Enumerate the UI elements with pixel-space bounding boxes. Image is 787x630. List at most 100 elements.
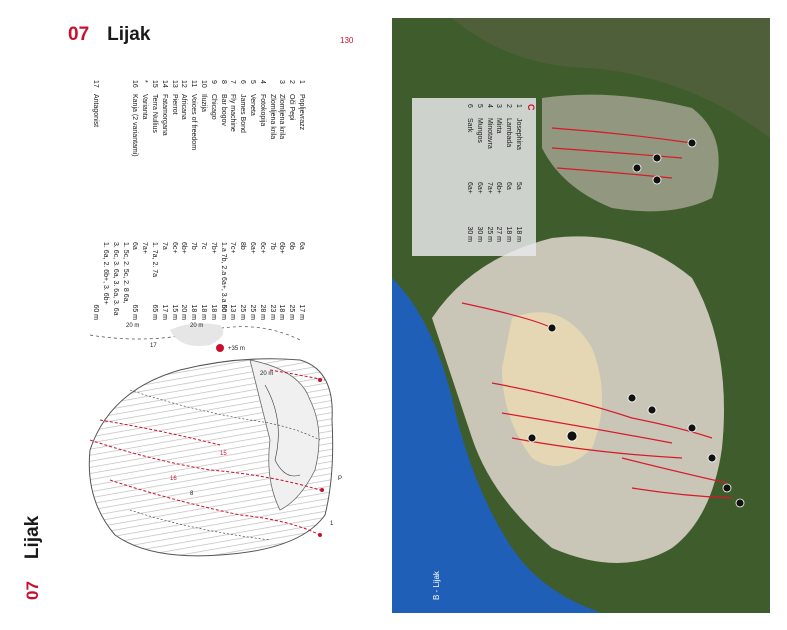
- route-grade: 7a: [160, 242, 168, 250]
- route-grade: 6b: [288, 242, 296, 250]
- route-grade: 6a: [131, 242, 139, 250]
- route-name: Voices of freedom: [190, 94, 198, 151]
- route-name: Antagonist: [92, 94, 100, 128]
- route-name: Fatamorgana: [160, 94, 168, 136]
- side-title-text: Lijak: [22, 515, 43, 560]
- legend-grade: 6b+: [495, 182, 503, 194]
- route-number: 13: [170, 80, 178, 88]
- legend-grade: 6a+: [475, 182, 483, 194]
- route-grade: [90, 242, 100, 300]
- route-grade: 7c: [200, 242, 208, 250]
- route-grade: 7a+: [141, 242, 149, 254]
- route-grade: 7b+: [209, 242, 217, 254]
- legend-length: 18 m: [505, 226, 513, 242]
- legend-grade: 6a+: [466, 182, 474, 194]
- route-name: Chicago: [209, 94, 217, 120]
- route-number: 16: [131, 80, 139, 88]
- label-20m-a: 20 m: [126, 323, 139, 329]
- page-number: 130: [340, 36, 354, 45]
- chapter-header: 07 Lijak: [68, 24, 150, 46]
- route-row: 3. 6c, 3. 6a, 3. 6a, 3. 6a: [110, 80, 120, 320]
- legend-length: 30 m: [475, 226, 483, 242]
- route-number: 4: [258, 80, 266, 84]
- route-grade: 6a+: [249, 242, 257, 254]
- legend-grade: 6a: [505, 182, 513, 190]
- route-name: Africana: [180, 94, 188, 120]
- route-number: 12: [180, 80, 188, 88]
- legend-number: 4: [485, 104, 493, 108]
- legend-length: 18 m: [515, 226, 522, 242]
- route-name: [100, 94, 110, 242]
- route-number: *: [141, 80, 149, 83]
- route-number: 8: [219, 80, 227, 84]
- crag-sketch: 20 m 20 m 20 m +35 m 17 15 16 1 8 P: [88, 323, 342, 557]
- legend-grade: 7a+: [485, 182, 493, 194]
- legend-name: Sark: [466, 118, 474, 133]
- route-grade: 7b: [190, 242, 198, 250]
- route-name: Varianta: [141, 94, 149, 120]
- label-route-15: 15: [220, 451, 227, 457]
- route-number: 14: [160, 80, 168, 88]
- route-row: 1. 5c, 2. 5c, 2. 8 6a,: [120, 80, 130, 320]
- legend-grade: 5a: [515, 182, 522, 190]
- route-name: [110, 94, 120, 242]
- legend-name: Lambada: [505, 118, 513, 148]
- route-grade: 7b: [268, 242, 276, 250]
- route-number: 3: [278, 80, 286, 84]
- label-route-16: 16: [170, 476, 177, 482]
- route-name: Oči Pepi: [288, 94, 296, 121]
- legend-title: C: [526, 104, 536, 111]
- route-row: 1. 6a, 2. 6b+, 3. 6b+: [100, 80, 110, 320]
- route-grade: 6b+: [278, 242, 286, 254]
- legend-name: Mirta: [495, 118, 503, 134]
- route-number: 10: [200, 80, 208, 88]
- route-grade: 6a: [298, 242, 305, 250]
- route-number: [100, 80, 110, 94]
- route-name: Fly machine: [229, 94, 237, 132]
- route-number: 5: [249, 80, 257, 84]
- route-grade: 8b: [239, 242, 247, 250]
- label-20m-b: 20 m: [190, 323, 203, 329]
- route-name: Zlomljena krila: [278, 94, 286, 140]
- route-name: Terra Nullius: [151, 94, 159, 133]
- legend-name: Josephina: [515, 118, 522, 150]
- legend-number: 1: [515, 104, 522, 108]
- route-number: [120, 80, 130, 94]
- route-name: Iluzija: [200, 94, 208, 112]
- route-grade: 6b+: [180, 242, 188, 254]
- route-name: Bar bogov: [219, 94, 227, 126]
- route-number: 1: [298, 80, 305, 84]
- route-grade: 1. 7a, 2. 7a: [151, 242, 159, 278]
- route-name: Veneta: [249, 94, 257, 116]
- crag-photo: [392, 18, 770, 613]
- label-route-17: 17: [150, 343, 157, 349]
- route-name: Zlomljena krila: [268, 94, 276, 140]
- label-p: P: [338, 476, 342, 482]
- legend-length: 27 m: [495, 226, 503, 242]
- route-number: 2: [288, 80, 296, 84]
